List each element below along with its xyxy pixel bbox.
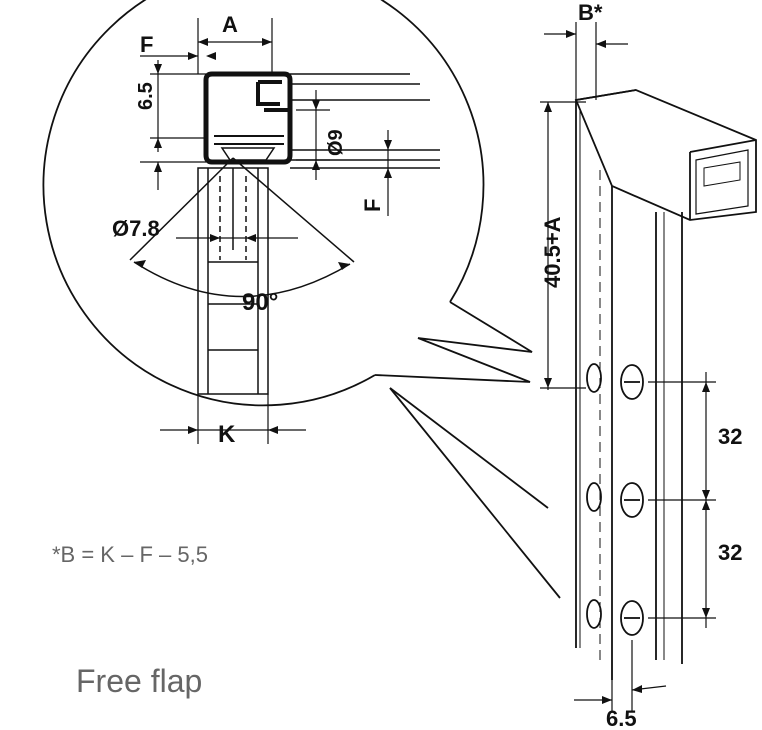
label-F-top: F: [140, 32, 153, 57]
callout-wedge-lower: [389, 387, 561, 599]
label-40-5-A: 40.5+A: [540, 216, 565, 288]
label-6-5-top: 6.5: [135, 82, 157, 110]
angle-arc: [133, 261, 351, 298]
profile-section: [129, 71, 440, 395]
footnote: *B = K – F – 5,5: [52, 542, 208, 567]
profile-outline: [203, 71, 293, 165]
label-6-5-bottom: 6.5: [606, 706, 637, 730]
label-A: A: [222, 12, 238, 37]
label-32-lower: 32: [718, 540, 742, 565]
detail-arrowheads: [134, 38, 392, 434]
label-B-star: B*: [578, 0, 603, 25]
label-dia-7-8: Ø7.8: [112, 216, 160, 241]
detail-magnifier: [42, 0, 561, 599]
label-32-upper: 32: [718, 424, 742, 449]
caption: Free flap: [76, 663, 202, 699]
label-F-right: F: [360, 199, 385, 212]
label-angle-90: 90°: [242, 289, 278, 316]
label-K: K: [218, 421, 236, 448]
callout-wedge-lower-2: [389, 387, 549, 509]
profile-elevation: [574, 89, 757, 680]
profile-top-box: [574, 89, 757, 221]
label-dia-9: Ø9: [325, 129, 347, 156]
detail-circle-outline: [42, 0, 485, 407]
callout-pointer: [374, 301, 533, 383]
elevation-arrowheads: [544, 30, 710, 704]
